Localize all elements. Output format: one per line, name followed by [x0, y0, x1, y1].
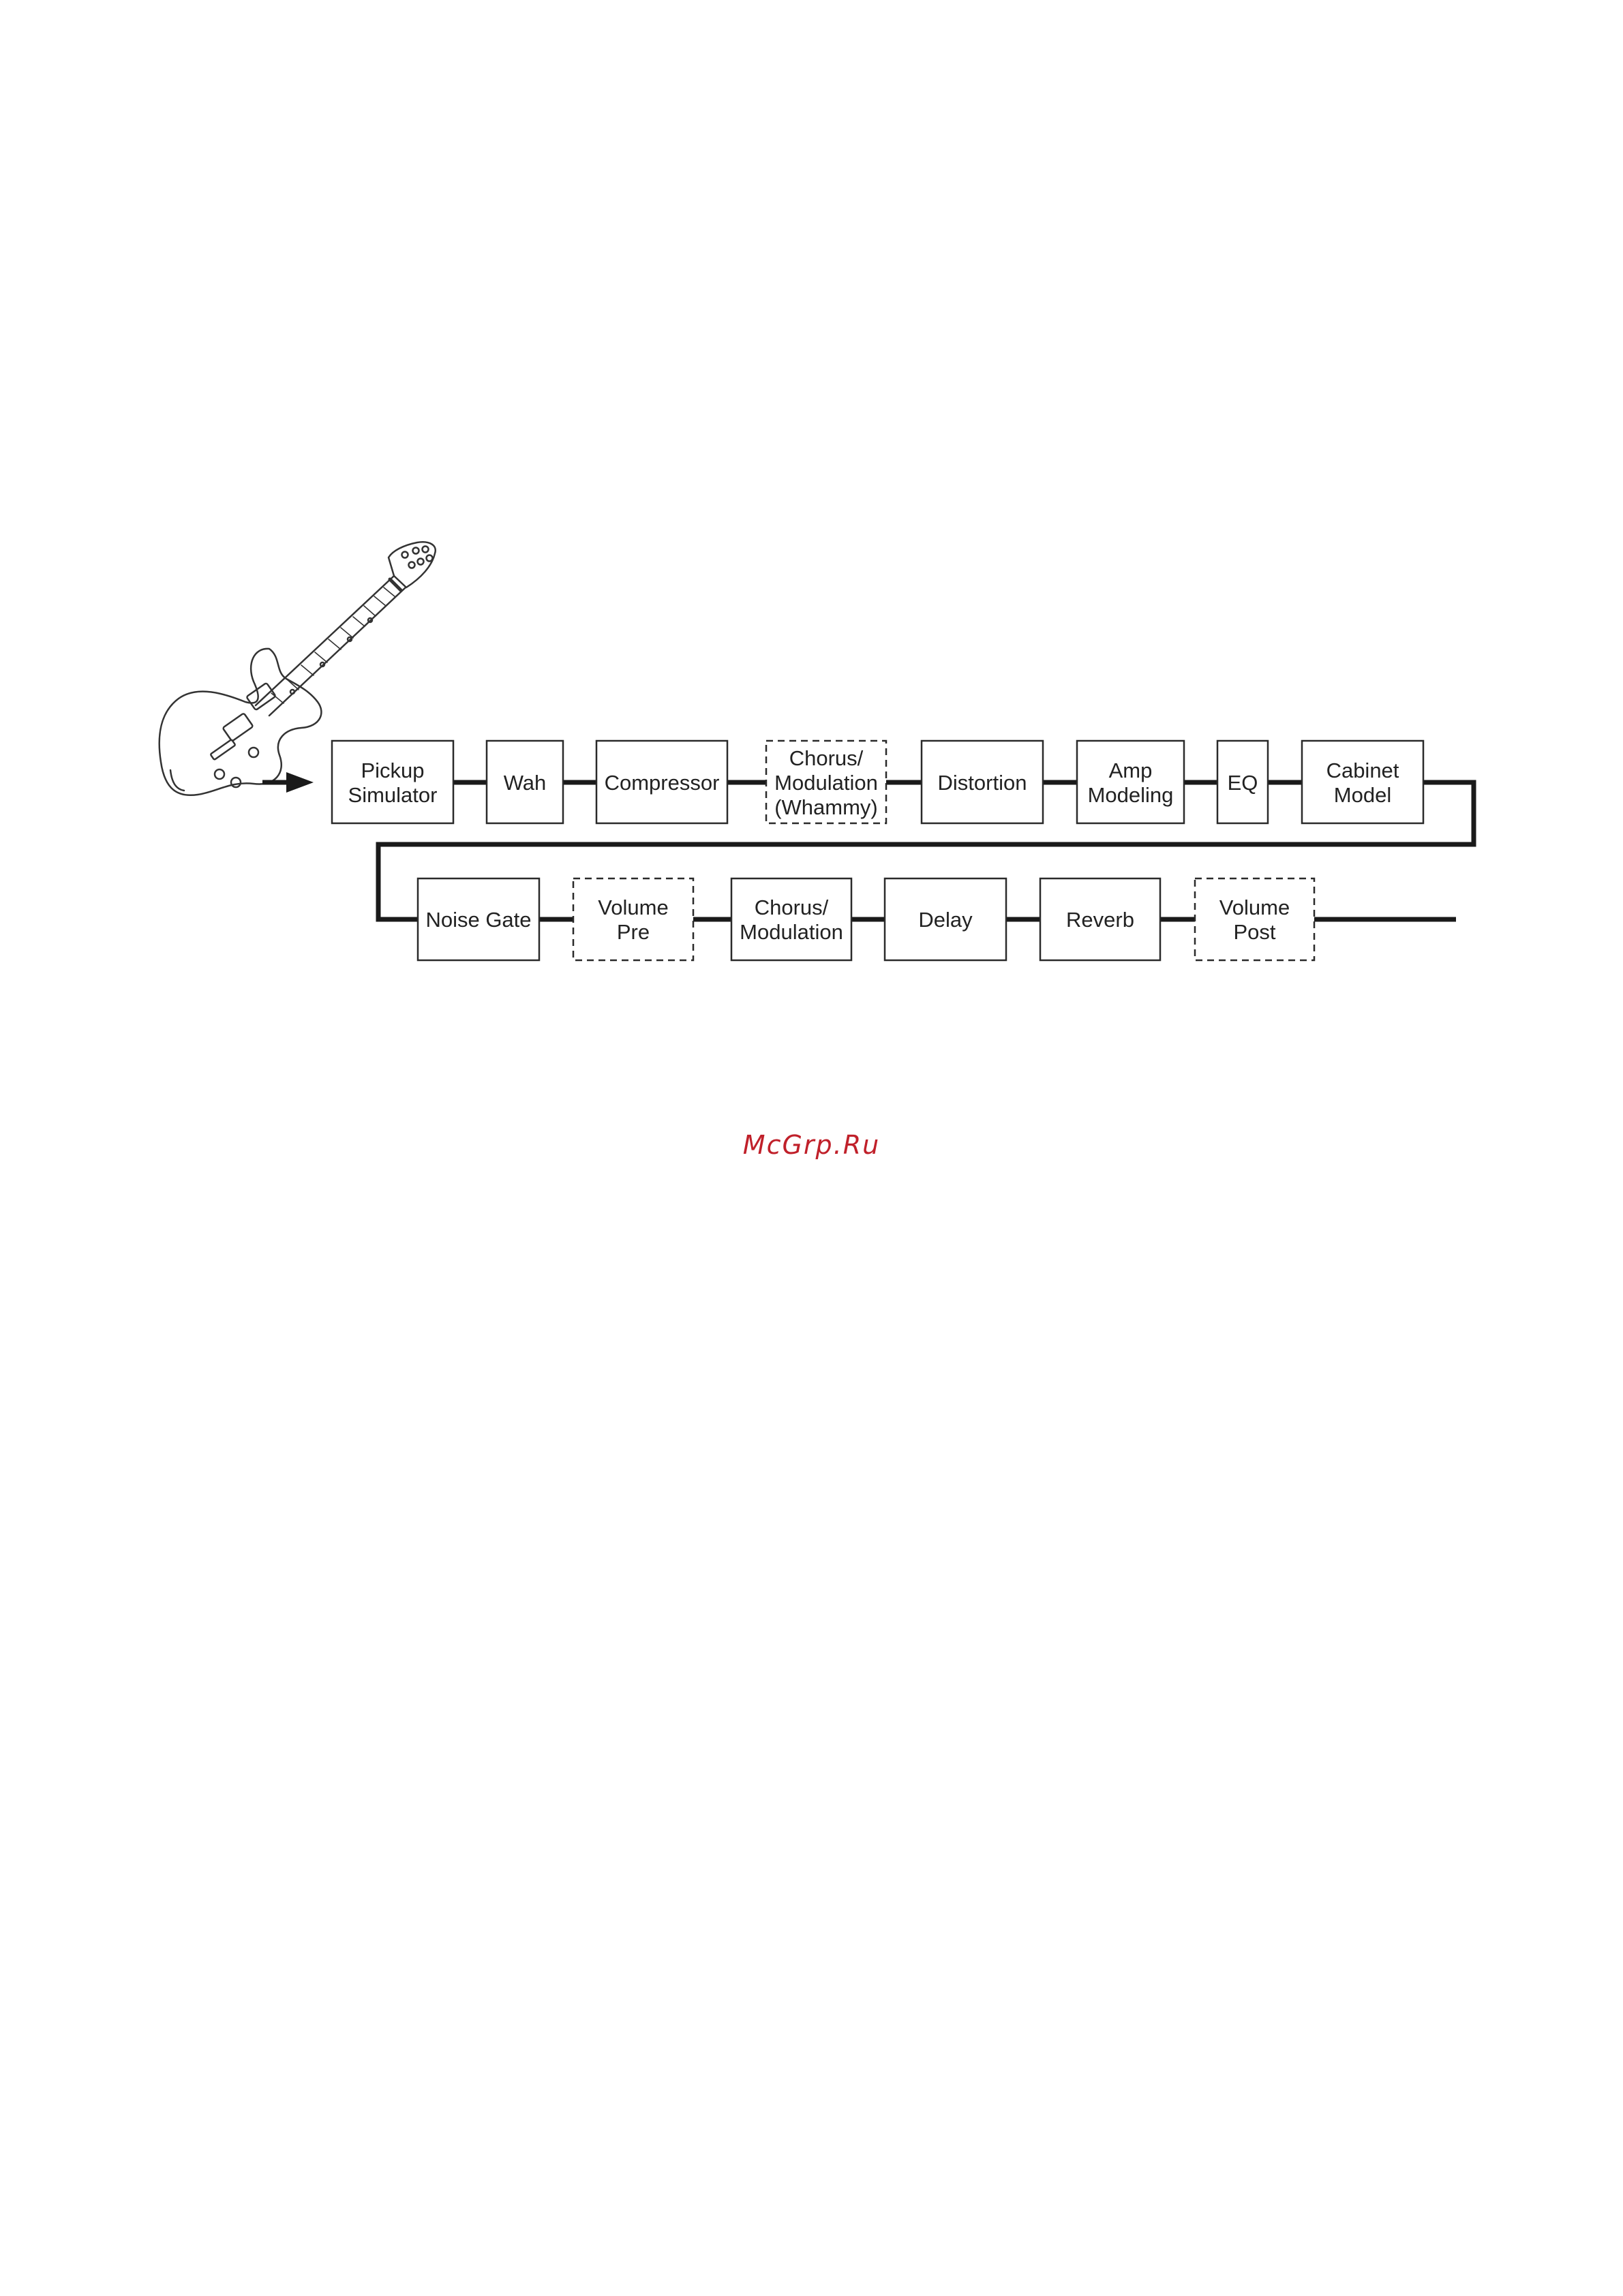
block-label: Delay — [918, 908, 973, 932]
block-label: Pre — [617, 920, 650, 944]
block-delay: Delay — [885, 878, 1006, 960]
block-reverb: Reverb — [1040, 878, 1160, 960]
block-label: Wah — [504, 771, 547, 795]
block-noise-gate: Noise Gate — [418, 878, 539, 960]
block-chorus-modulation-whammy: Chorus/Modulation(Whammy) — [766, 741, 886, 823]
block-distortion: Distortion — [922, 741, 1043, 823]
block-label: Modulation — [774, 771, 878, 795]
block-label: Pickup — [361, 759, 424, 782]
block-label: Simulator — [348, 783, 438, 807]
signal-arrow-icon — [286, 772, 314, 793]
block-label: Volume — [598, 896, 668, 919]
block-label: EQ — [1228, 771, 1258, 795]
block-box — [731, 878, 851, 960]
block-label: Reverb — [1066, 908, 1134, 932]
block-label: Noise Gate — [425, 908, 531, 932]
block-label: Distortion — [938, 771, 1027, 795]
block-label: Compressor — [605, 771, 720, 795]
block-label: Amp — [1109, 759, 1153, 782]
block-label: Volume — [1219, 896, 1290, 919]
chain-row-2: Noise GateVolumePreChorus/ModulationDela… — [418, 878, 1314, 960]
block-label: (Whammy) — [774, 795, 878, 819]
block-box — [1195, 878, 1314, 960]
block-label: Cabinet — [1326, 759, 1399, 782]
block-label: Modeling — [1088, 783, 1174, 807]
block-label: Chorus/ — [755, 896, 829, 919]
block-wah: Wah — [487, 741, 563, 823]
block-label: Model — [1334, 783, 1391, 807]
block-box — [573, 878, 693, 960]
block-label: Chorus/ — [789, 746, 864, 770]
block-label: Post — [1233, 920, 1275, 944]
block-eq: EQ — [1217, 741, 1268, 823]
block-label: Modulation — [740, 920, 843, 944]
block-compressor: Compressor — [596, 741, 727, 823]
block-chorus-modulation: Chorus/Modulation — [731, 878, 851, 960]
watermark: McGrp.Ru — [0, 1130, 1623, 1160]
